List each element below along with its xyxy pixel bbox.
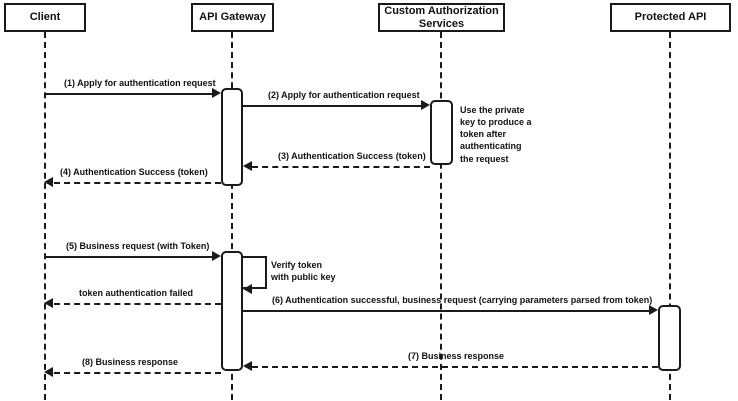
message-line-8 — [54, 372, 221, 374]
message-arrowhead-6 — [649, 305, 658, 315]
participant-box-protected-api[interactable]: Protected API — [610, 3, 731, 32]
note-private-key-line-2: key to produce a — [460, 117, 532, 128]
participant-label-api-gateway: API Gateway — [199, 11, 266, 24]
self-message-loop-verify-token — [243, 256, 267, 289]
participant-label-custom-authorization-services: Custom Authorization Services — [384, 4, 499, 30]
message-arrowhead-7 — [243, 361, 252, 371]
note-private-key: Use the private key to produce a token a… — [460, 104, 540, 165]
lifeline-client — [44, 32, 46, 400]
message-label-8: (8) Business response — [82, 357, 179, 367]
self-message-label-line-1: Verify token — [271, 260, 323, 270]
message-line-1 — [45, 93, 213, 95]
self-message-label-verify-token: Verify token with public key — [271, 259, 336, 283]
self-message-label-line-2: with public key — [271, 272, 336, 283]
message-line-6 — [243, 310, 650, 312]
message-arrowhead-4 — [44, 177, 53, 187]
message-line-7 — [252, 366, 658, 368]
message-line-5 — [45, 256, 213, 258]
participant-box-custom-authorization-services[interactable]: Custom Authorization Services — [378, 3, 505, 32]
message-arrowhead-3 — [243, 161, 252, 171]
activation-bar-api-gateway-business — [221, 251, 243, 371]
activation-bar-protected-api — [658, 305, 681, 371]
message-arrowhead-8 — [44, 367, 53, 377]
participant-box-client[interactable]: Client — [4, 3, 86, 32]
note-private-key-line-5: the request — [460, 153, 509, 164]
participant-box-api-gateway[interactable]: API Gateway — [191, 3, 274, 32]
lifeline-protected-api — [669, 32, 671, 400]
self-message-arrowhead-verify-token — [243, 284, 252, 294]
message-label-6: (6) Authentication successful, business … — [272, 295, 653, 305]
message-label-3: (3) Authentication Success (token) — [278, 151, 426, 161]
message-label-5: (5) Business request (with Token) — [66, 241, 210, 251]
message-arrowhead-5 — [212, 251, 221, 261]
message-label-4: (4) Authentication Success (token) — [60, 167, 208, 177]
lifeline-api-gateway — [231, 32, 233, 400]
note-private-key-line-4: authenticating — [460, 141, 522, 152]
activation-bar-api-gateway-auth — [221, 88, 243, 186]
message-label-7: (7) Business response — [408, 351, 505, 361]
note-private-key-line-1: Use the private — [460, 105, 525, 115]
message-arrowhead-token-authentication-failed — [44, 298, 53, 308]
message-arrowhead-1 — [212, 88, 221, 98]
message-arrowhead-2 — [421, 100, 430, 110]
message-line-4 — [54, 182, 221, 184]
message-label-1: (1) Apply for authentication request — [64, 78, 216, 88]
message-line-token-authentication-failed — [54, 303, 221, 305]
lifeline-custom-authorization-services — [440, 32, 442, 400]
message-label-token-authentication-failed: token authentication failed — [79, 288, 194, 298]
participant-label-client: Client — [29, 11, 61, 24]
message-label-2: (2) Apply for authentication request — [268, 90, 420, 100]
activation-bar-custom-authorization-services — [430, 100, 453, 165]
message-line-3 — [252, 166, 430, 168]
message-line-2 — [243, 105, 422, 107]
participant-label-protected-api: Protected API — [634, 11, 707, 24]
note-private-key-line-3: token after — [460, 129, 507, 140]
